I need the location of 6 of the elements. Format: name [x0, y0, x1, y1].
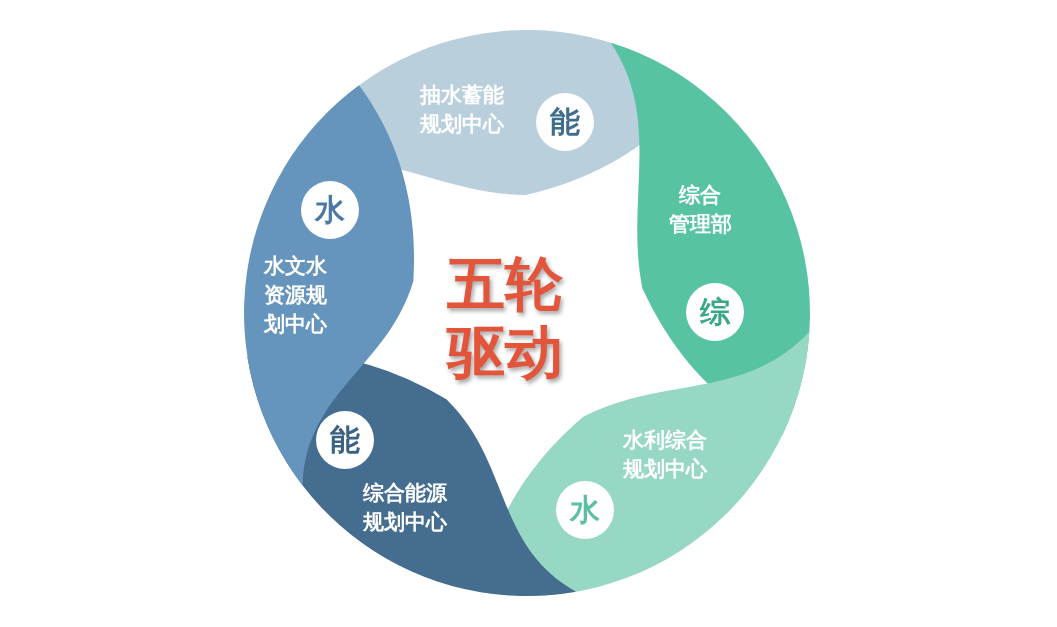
segment-label: 水利综合规划中心 — [623, 427, 707, 483]
segment-label: 综合管理部 — [668, 182, 732, 238]
segment-label: 水文水资源规划中心 — [263, 252, 327, 338]
segment-label: 抽水蓄能规划中心 — [420, 82, 504, 138]
center-title: 五轮驱动 — [447, 250, 563, 386]
segment-label: 综合能源规划中心 — [363, 480, 447, 536]
